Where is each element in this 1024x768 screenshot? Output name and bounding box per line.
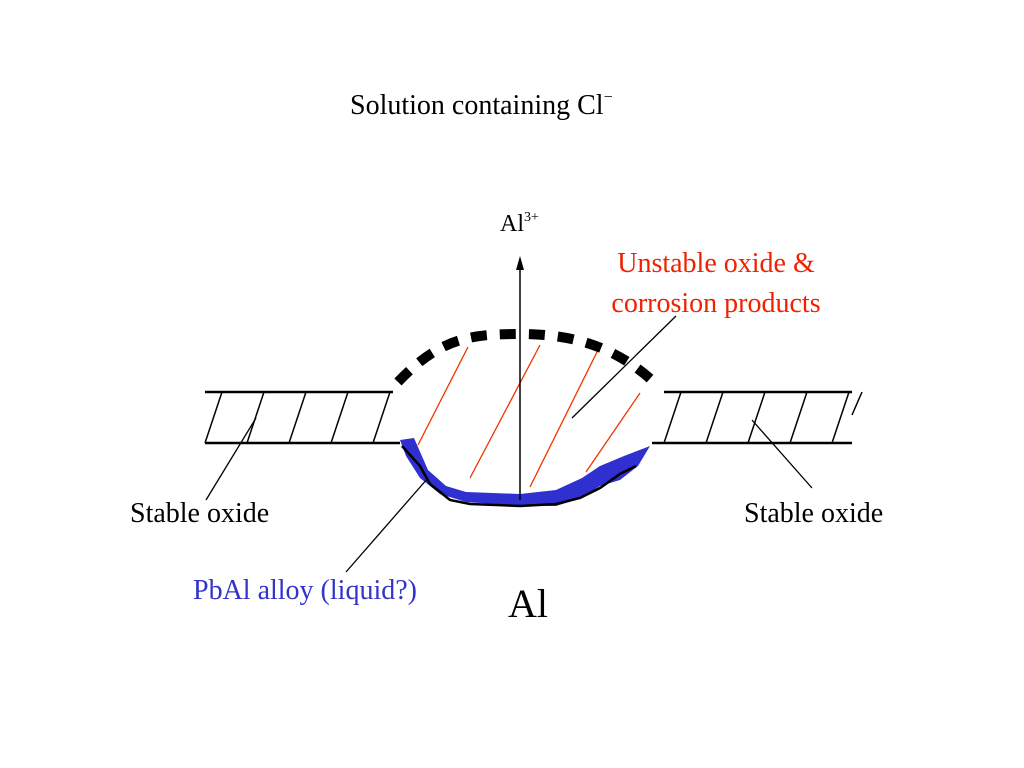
unstable-oxide-dome <box>394 328 662 390</box>
stable-oxide-right-label: Stable oxide <box>744 498 884 529</box>
unstable-oxide-leader <box>571 315 677 419</box>
stable-oxide-right-leader <box>751 419 813 489</box>
stable-oxide-left-layer <box>204 390 400 445</box>
stable-oxide-right-layer <box>652 390 863 445</box>
stable-oxide-left-label: Stable oxide <box>130 498 270 529</box>
title-superscript: − <box>603 89 613 106</box>
corrosion-products-hatching <box>417 344 641 488</box>
unstable-oxide-label-line2: corrosion products <box>611 288 821 319</box>
stable-oxide-left-leader <box>205 417 257 501</box>
diagram-title: Solution containing Cl− <box>350 89 613 121</box>
alloy-leader <box>345 477 429 573</box>
pbal-alloy-outline <box>401 445 637 508</box>
al-ion-charge: 3+ <box>524 210 539 225</box>
pbal-alloy-label: PbAl alloy (liquid?) <box>193 575 417 606</box>
unstable-oxide-label: Unstable oxide & corrosion products <box>590 244 842 324</box>
aluminum-metal-label: Al <box>508 581 548 626</box>
pbal-alloy-layer <box>400 438 650 506</box>
leader-lines <box>205 315 813 573</box>
al-ion-arrow <box>516 256 524 500</box>
al-ion-label: Al3+ <box>500 210 539 237</box>
unstable-oxide-label-line1: Unstable oxide & <box>617 248 815 279</box>
